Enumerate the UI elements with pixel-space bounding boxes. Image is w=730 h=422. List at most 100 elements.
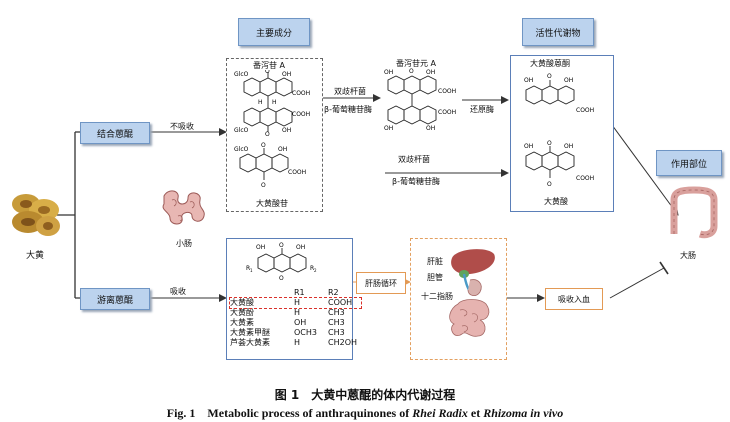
table-row: 大黄酚 H CH3 [230,308,361,318]
enzyme-glucosidase-1: β-葡萄糖苷酶 [324,105,372,114]
free-aq-oh-1: OH [256,244,265,251]
rhein-glycoside-cooh: COOH [288,169,306,176]
table-cell: OCH3 [294,328,317,337]
free-aq-o-bottom: O [279,275,284,282]
free-aq-r1: R [246,265,250,272]
table-cell: CH3 [328,308,345,317]
rheinanthrone-o: O [547,73,552,80]
rhein-glycoside-o-bottom: O [261,182,266,189]
active-metabolites-box [510,55,614,212]
table-header-cell [230,288,294,298]
table-row: 芦荟大黄素 H CH2OH [230,338,361,348]
rhein-o-top: O [547,140,552,147]
free-aq-oh-2: OH [296,244,305,251]
rheinanthrone-oh-2: OH [564,77,573,84]
table-cell: CH2OH [328,338,358,347]
figure-caption-cn: 图 1 大黄中蒽醌的体内代谢过程 [274,388,456,402]
sennoside-a-cooh2: COOH [292,111,310,118]
rhein-glycoside-label: 大黄酸苷 [256,199,288,208]
table-cell: OH [294,318,307,327]
sennidin-a-oh-2: OH [426,69,435,76]
sennidin-a-label: 番泻苷元 A [396,59,437,68]
free-anthraquinone-box: 游离蒽醌 [80,288,150,310]
table-cell: 大黄素甲醚 [230,328,270,337]
rhein-glycoside-glco: GlcO [234,146,249,153]
sennoside-a-o-top: O [265,70,270,75]
rheinanthrone-structure: OH O OH COOH [524,73,594,114]
enzyme-bifido-2: 双歧杆菌 [398,155,430,164]
sennidin-a-cooh1: COOH [438,88,456,95]
table-cell: H [294,308,301,317]
rhubarb-image [12,194,60,236]
rheinanthrone-label: 大黄酸蒽酮 [530,59,570,68]
sennoside-a-cooh1: COOH [292,90,310,97]
large-intestine-image [670,186,718,239]
table-cell: CH3 [328,318,345,327]
free-aq-o-top: O [279,242,284,249]
caption-en-prefix: Fig. 1 Metabolic process of anthraquinon… [166,406,413,420]
table-cell: H [294,338,301,347]
active-metabolites-header: 活性代谢物 [522,18,594,46]
table-cell: 大黄酸 [230,298,254,307]
caption-en-suffix: in vivo [527,406,564,420]
rhein-glycoside-o-top: O [261,142,266,149]
table-row: 大黄素 OH CH3 [230,318,361,328]
enterohepatic-circulation-box: 肝肠循环 [356,272,406,294]
rhein-oh-2: OH [564,143,573,150]
arrow-metabolites-to-intestine [611,124,679,216]
sennidin-a-oh-3: OH [384,125,393,132]
free-aq-r2-sub: 2 [314,268,317,273]
main-components-box [226,58,323,212]
rhein-label: 大黄酸 [544,197,568,206]
tree-connector [57,131,80,299]
large-intestine-label: 大肠 [680,251,696,260]
enzyme-reductase: 还原酶 [470,105,494,114]
bile-duct-label: 胆管 [427,273,443,282]
table-cell: CH3 [328,328,345,337]
bound-action-label: 不吸收 [170,122,194,131]
sennidin-a-structure: OH O OH COOH COOH OH OH [384,68,456,132]
sennoside-a-structure: GlcO O OH H H COOH COOH GlcO O OH [234,70,310,136]
substituent-table: R1 R2 大黄酸 H COOH 大黄酚 H CH3 大黄素 OH CH3 大黄… [228,288,363,348]
caption-en-italic2: Rhizoma [483,406,528,420]
table-cell: COOH [328,298,353,307]
rhein-structure: OH O OH COOH O [524,140,594,188]
rhein-o-bottom: O [547,181,552,188]
enzyme-glucosidase-2: β-葡萄糖苷酶 [392,177,440,186]
free-aq-r1-sub: 1 [250,268,253,273]
rhein-glycoside-oh: OH [278,146,287,153]
rheinanthrone-cooh: COOH [576,107,594,114]
table-cell: 大黄酚 [230,308,254,317]
sennoside-a-h2: H [272,99,277,106]
table-row: 大黄素甲醚 OCH3 CH3 [230,328,361,338]
sennidin-a-cooh2: COOH [438,109,456,116]
liver-label: 肝脏 [427,257,443,266]
sennidin-a-oh-4: OH [426,125,435,132]
action-site-header: 作用部位 [656,150,722,176]
main-components-header: 主要成分 [238,18,310,46]
absorb-blood-box: 吸收入血 [545,288,603,310]
caption-en-mid: et [467,406,484,420]
inhibit-bar [659,261,669,275]
sennoside-a-glco-bottom: GlcO [234,127,249,134]
table-cell: H [294,298,301,307]
sennoside-a-h1: H [258,99,263,106]
duodenum-label: 十二指肠 [421,292,453,301]
free-aq-r2: R [310,265,314,272]
source-label: 大黄 [26,251,45,261]
table-cell: 大黄素 [230,318,254,327]
table-header-row: R1 R2 [230,288,361,298]
small-intestine-image [162,190,205,225]
small-intestine-label: 小肠 [176,239,192,248]
free-action-label: 吸收 [170,287,186,296]
caption-en-italic1: Rhei Radix [412,406,468,420]
rhein-cooh: COOH [576,175,594,182]
table-cell: 芦荟大黄素 [230,338,270,347]
table-header-cell: R2 [328,288,339,297]
inhibit-line [609,267,665,299]
sennoside-a-glco-top: GlcO [234,71,249,78]
bound-anthraquinone-box: 结合蒽醌 [80,122,150,144]
free-anthraquinone-structure: OH O OH R 1 R 2 O [246,242,317,282]
sennoside-a-o-bottom: O [265,131,270,136]
